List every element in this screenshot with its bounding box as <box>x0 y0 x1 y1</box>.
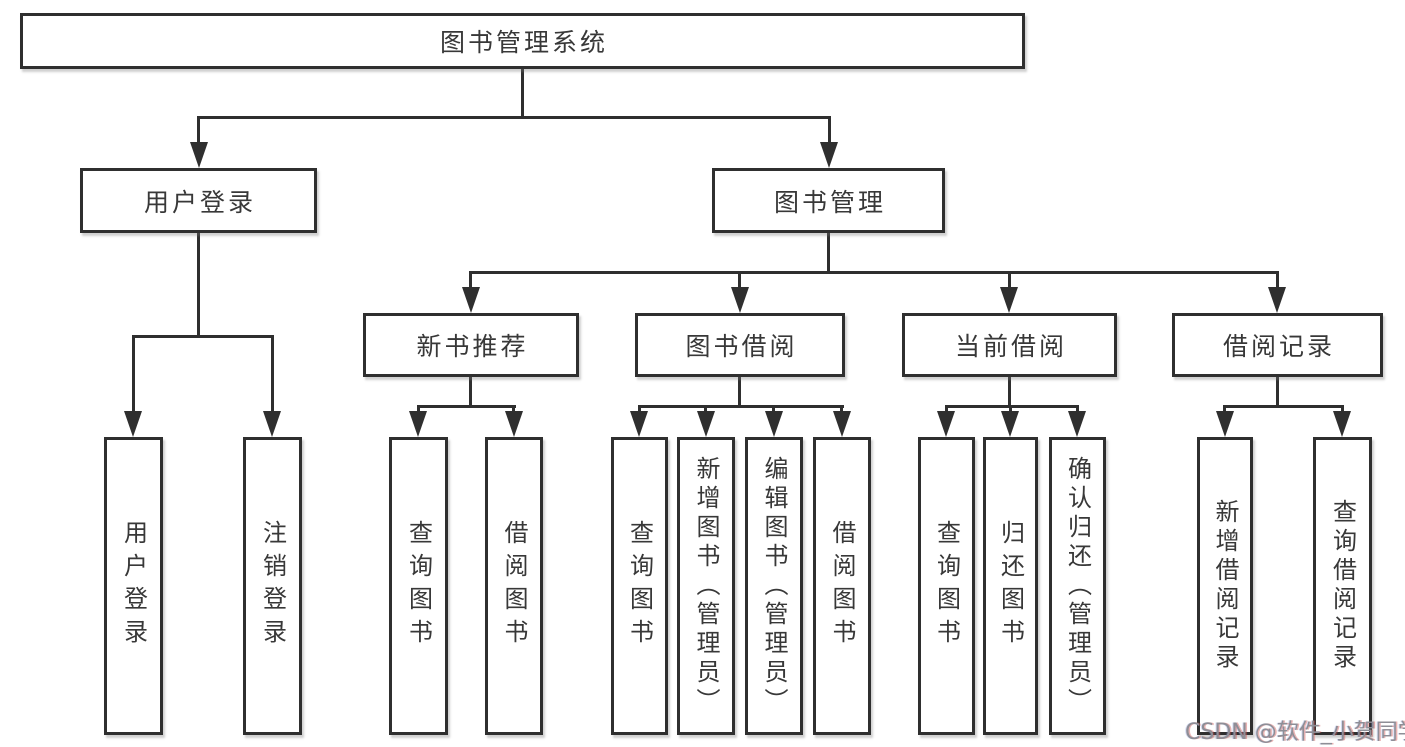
connector-root-stem-user-login <box>197 116 200 144</box>
arrowhead-new-book-recommend <box>462 287 480 313</box>
arrowhead-current-confirm <box>1068 411 1086 437</box>
arrowhead-current-return <box>1001 411 1019 437</box>
node-new-book-recommend: 新书推荐 <box>363 313 579 377</box>
node-current-borrowing: 当前借阅 <box>902 313 1117 377</box>
connector-stem-records-add <box>1223 405 1226 414</box>
connector-stem-current-borrowing <box>1008 271 1011 290</box>
watermark: CSDN @软件_小贺同学 <box>1185 720 1405 745</box>
connector-current-trunk <box>1008 377 1011 408</box>
arrowhead-book-borrowing <box>731 287 749 313</box>
node-root: 图书管理系统 <box>20 13 1025 69</box>
connector-stem-recommend-query <box>417 405 420 414</box>
connector-records-trunk <box>1276 377 1279 408</box>
leaf-borrowing-query-books-label: 查询图书 <box>625 520 654 652</box>
connector-stem-borrowing-query <box>638 405 641 414</box>
arrowhead-borrowing-borrow <box>833 411 851 437</box>
leaf-add-borrow-record: 新增借阅记录 <box>1197 437 1253 735</box>
connector-book-management-trunk <box>827 233 830 274</box>
arrowhead-leaf-user-login <box>124 411 142 437</box>
node-user-login-label: 用户登录 <box>143 187 256 217</box>
arrowhead-leaf-logout <box>263 411 281 437</box>
connector-stem-leaf-user-login <box>132 335 135 413</box>
leaf-current-query-books: 查询图书 <box>918 437 975 735</box>
arrowhead-records-query <box>1333 411 1351 437</box>
arrowhead-borrowing-add <box>697 411 715 437</box>
arrowhead-recommend-borrow <box>505 411 523 437</box>
connector-root-bar <box>197 116 831 119</box>
leaf-edit-books-admin-label: 编辑图书（管理员） <box>760 455 788 717</box>
leaf-borrowing-borrow-books: 借阅图书 <box>813 437 871 735</box>
connector-recommend-trunk <box>469 377 472 408</box>
leaf-add-books-admin: 新增图书（管理员） <box>677 437 735 735</box>
connector-stem-book-borrowing <box>738 271 741 290</box>
connector-borrowing-trunk <box>738 377 741 408</box>
leaf-add-borrow-record-label: 新增借阅记录 <box>1211 499 1239 673</box>
node-book-management-label: 图书管理 <box>773 187 886 217</box>
connector-stem-borrowing-records <box>1276 271 1279 290</box>
arrowhead-user-login <box>190 142 208 168</box>
connector-records-bar <box>1223 405 1344 408</box>
connector-borrowing-bar <box>638 405 844 408</box>
connector-stem-borrowing-edit <box>772 405 775 414</box>
leaf-user-login-label: 用户登录 <box>119 520 148 652</box>
leaf-query-borrow-record: 查询借阅记录 <box>1313 437 1372 735</box>
node-root-label: 图书管理系统 <box>439 28 608 57</box>
connector-root-stem-book-management <box>828 116 831 144</box>
connector-user-login-bar <box>132 335 274 338</box>
connector-stem-borrowing-add <box>704 405 707 414</box>
leaf-recommend-borrow-books-label: 借阅图书 <box>500 520 528 652</box>
connector-book-management-bar <box>469 271 1279 274</box>
leaf-return-books-label: 归还图书 <box>996 520 1025 652</box>
leaf-recommend-borrow-books: 借阅图书 <box>485 437 543 735</box>
connector-stem-current-confirm <box>1076 405 1079 414</box>
leaf-user-login: 用户登录 <box>104 437 163 735</box>
node-borrowing-records-label: 借阅记录 <box>1222 332 1335 361</box>
connector-stem-borrowing-borrow <box>840 405 843 414</box>
leaf-add-books-admin-label: 新增图书（管理员） <box>692 455 720 717</box>
leaf-recommend-query-books: 查询图书 <box>389 437 448 735</box>
connector-stem-current-query <box>945 405 948 414</box>
leaf-recommend-query-books-label: 查询图书 <box>404 520 433 652</box>
node-book-management: 图书管理 <box>712 168 945 233</box>
node-book-borrowing-label: 图书借阅 <box>685 332 798 361</box>
leaf-confirm-return-admin-label: 确认归还（管理员） <box>1063 455 1092 717</box>
connector-root-trunk <box>521 69 524 119</box>
arrowhead-recommend-query <box>409 411 427 437</box>
leaf-logout: 注销登录 <box>243 437 302 735</box>
node-current-borrowing-label: 当前借阅 <box>954 332 1067 361</box>
leaf-query-borrow-record-label: 查询借阅记录 <box>1328 499 1357 673</box>
leaf-return-books: 归还图书 <box>983 437 1038 735</box>
connector-user-login-trunk <box>197 233 200 337</box>
leaf-edit-books-admin: 编辑图书（管理员） <box>745 437 803 735</box>
node-book-borrowing: 图书借阅 <box>635 313 845 377</box>
connector-stem-leaf-logout <box>271 335 274 413</box>
connector-recommend-bar <box>417 405 516 408</box>
arrowhead-records-add <box>1216 411 1234 437</box>
node-user-login: 用户登录 <box>80 168 317 233</box>
leaf-confirm-return-admin: 确认归还（管理员） <box>1049 437 1106 735</box>
arrowhead-current-query <box>937 411 955 437</box>
leaf-logout-label: 注销登录 <box>258 520 287 652</box>
connector-stem-records-query <box>1341 405 1344 414</box>
arrowhead-borrowing-query <box>630 411 648 437</box>
node-borrowing-records: 借阅记录 <box>1172 313 1383 377</box>
arrowhead-book-management <box>820 142 838 168</box>
arrowhead-borrowing-edit <box>765 411 783 437</box>
connector-current-bar <box>945 405 1079 408</box>
connector-stem-current-return <box>1009 405 1012 414</box>
leaf-borrowing-borrow-books-label: 借阅图书 <box>828 520 856 652</box>
leaf-current-query-books-label: 查询图书 <box>932 520 961 652</box>
connector-stem-recommend-borrow <box>512 405 515 414</box>
arrowhead-current-borrowing <box>1000 287 1018 313</box>
arrowhead-borrowing-records <box>1268 287 1286 313</box>
node-new-book-recommend-label: 新书推荐 <box>416 332 529 361</box>
connector-stem-new-book-recommend <box>469 271 472 290</box>
leaf-borrowing-query-books: 查询图书 <box>611 437 668 735</box>
